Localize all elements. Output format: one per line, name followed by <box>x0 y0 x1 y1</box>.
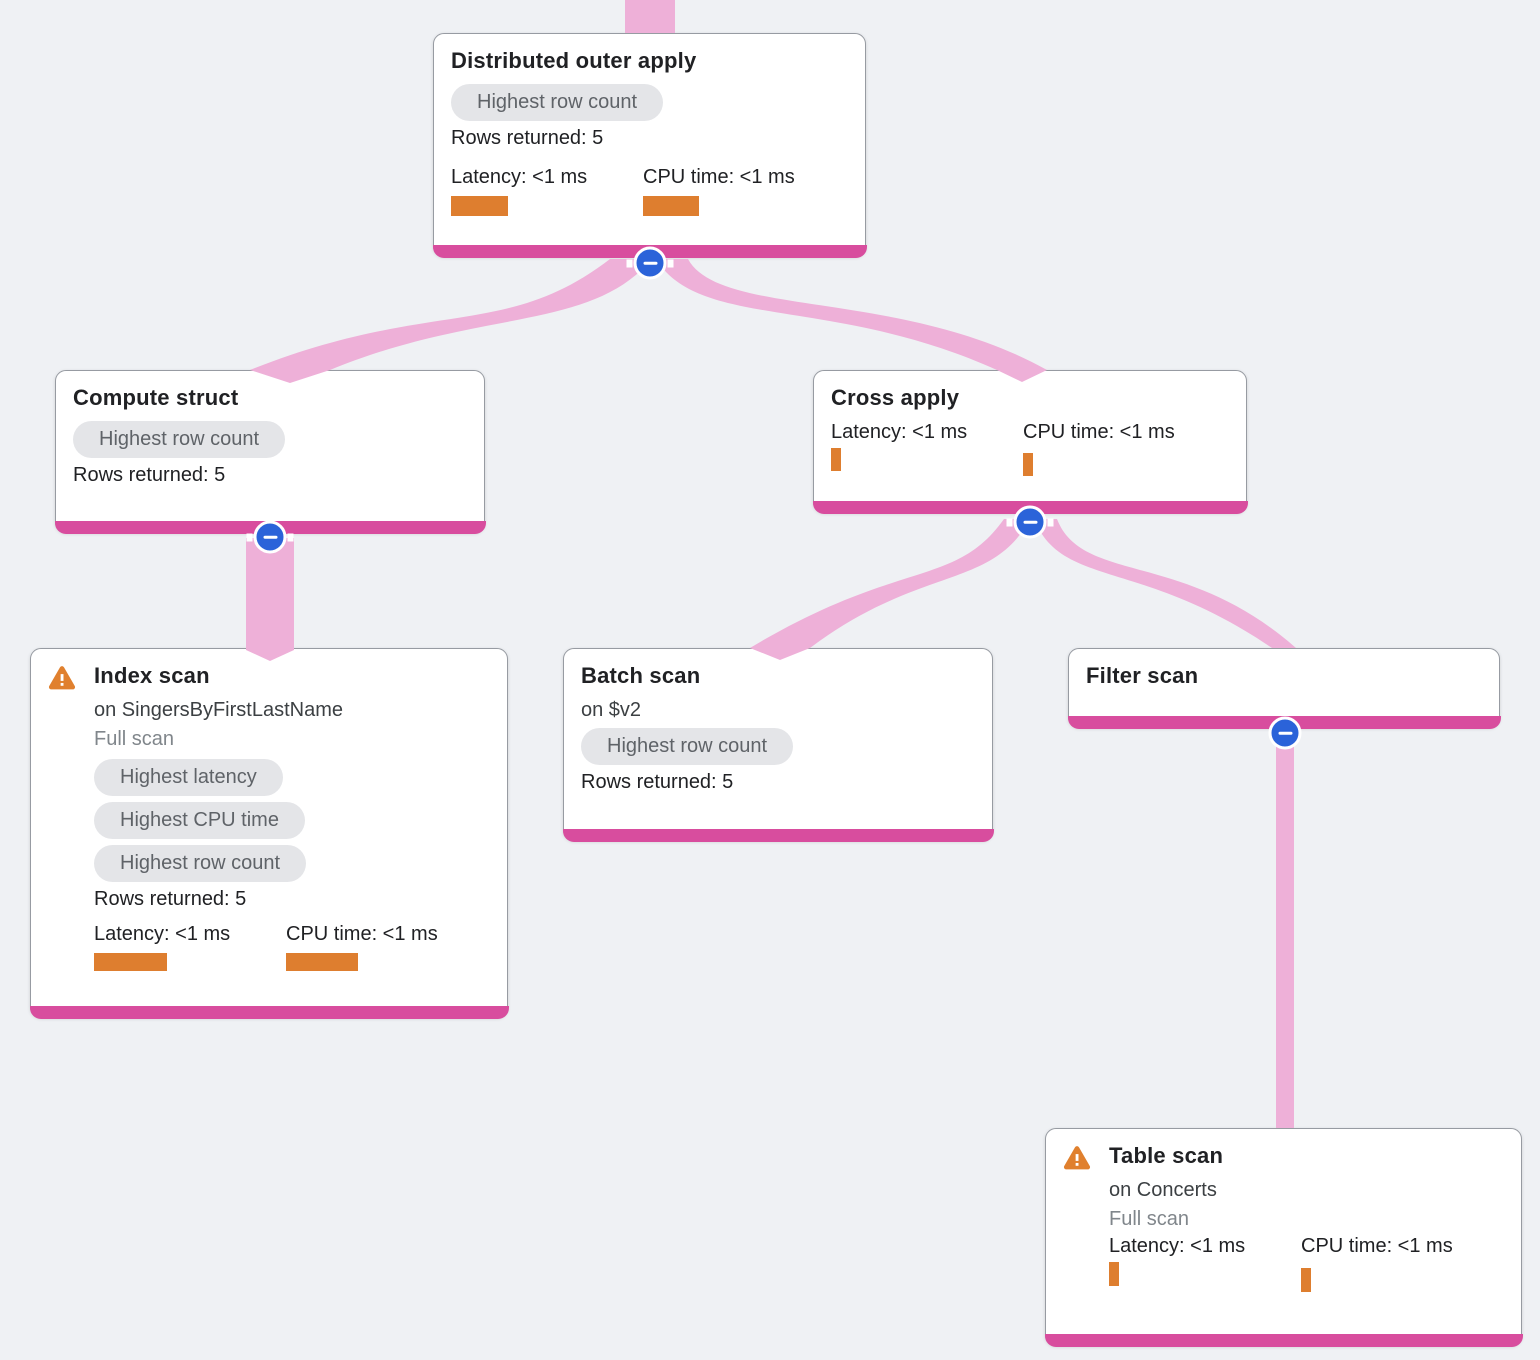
latency-label: Latency: <1 ms <box>451 166 588 188</box>
latency-bar <box>1109 1262 1119 1286</box>
cpu-time-label: CPU time: <1 ms <box>286 923 438 945</box>
collapse-button-filter-scan[interactable] <box>1268 716 1303 750</box>
collapse-minus-icon <box>633 246 667 280</box>
cpu-time-bar <box>1023 453 1033 476</box>
collapse-button-compute-struct[interactable] <box>246 520 294 554</box>
node-accent-bar <box>1044 1333 1523 1347</box>
link-compute-struct-to-index-scan <box>246 538 294 661</box>
rows-returned: Rows returned: 5 <box>94 888 247 910</box>
link-cross-apply-to-filter-scan <box>1034 519 1296 648</box>
collapse-button-distributed-outer-apply[interactable] <box>626 246 674 280</box>
cpu-metric: CPU time: <1 ms <box>286 923 478 971</box>
cpu-time-label: CPU time: <1 ms <box>643 166 795 188</box>
cpu-time-bar <box>286 953 358 971</box>
node-title: Table scan <box>1109 1143 1224 1168</box>
highest-row-count-badge: Highest row count <box>451 84 664 121</box>
node-title: Distributed outer apply <box>451 48 697 73</box>
cpu-time-label: CPU time: <1 ms <box>1023 421 1175 443</box>
link-cross-apply-to-batch-scan <box>750 519 1030 660</box>
cpu-metric: CPU time: <1 ms <box>1023 421 1215 476</box>
row-stripes-left <box>1006 518 1013 526</box>
highest-cpu-time-badge: Highest CPU time <box>94 802 305 839</box>
row-stripes-right <box>1047 518 1054 526</box>
rows-returned: Rows returned: 5 <box>581 771 734 793</box>
node-title: Filter scan <box>1086 663 1199 688</box>
node-distributed-outer-apply[interactable]: Distributed outer apply Highest row coun… <box>432 33 867 258</box>
highest-latency-badge: Highest latency <box>94 759 283 796</box>
latency-metric: Latency: <1 ms <box>1109 1235 1301 1292</box>
latency-metric: Latency: <1 ms <box>831 421 1023 476</box>
collapse-button-cross-apply[interactable] <box>1006 505 1054 539</box>
node-accent-bar <box>562 828 994 842</box>
cpu-metric: CPU time: <1 ms <box>643 166 835 216</box>
latency-bar <box>831 448 841 471</box>
rows-returned: Rows returned: 5 <box>451 127 604 149</box>
link-root-to-compute-struct <box>250 259 652 383</box>
scan-type: Full scan <box>1109 1208 1190 1230</box>
highest-row-count-badge: Highest row count <box>94 845 307 882</box>
latency-bar <box>451 196 508 216</box>
row-stripes-left <box>626 259 633 267</box>
link-filter-scan-to-table-scan <box>1276 735 1294 1128</box>
link-root-to-cross-apply <box>656 259 1047 382</box>
cpu-metric: CPU time: <1 ms <box>1301 1235 1493 1292</box>
node-title: Cross apply <box>831 385 960 410</box>
row-stripes-left <box>246 533 253 541</box>
latency-metric: Latency: <1 ms <box>451 166 643 216</box>
node-cross-apply[interactable]: Cross apply Latency: <1 ms CPU time: <1 … <box>812 370 1248 514</box>
cpu-time-label: CPU time: <1 ms <box>1301 1235 1453 1257</box>
cpu-time-bar <box>1301 1268 1311 1292</box>
node-batch-scan[interactable]: Batch scan on $v2 Highest row count Rows… <box>562 648 994 842</box>
collapse-minus-icon <box>1013 505 1047 539</box>
highest-row-count-badge: Highest row count <box>581 728 794 765</box>
cpu-time-bar <box>643 196 699 216</box>
collapse-minus-icon <box>1268 716 1302 750</box>
latency-metric: Latency: <1 ms <box>94 923 286 971</box>
node-accent-bar <box>29 1005 509 1019</box>
warning-icon <box>1063 1145 1091 1292</box>
latency-bar <box>94 953 167 971</box>
node-index-scan[interactable]: Index scan on SingersByFirstLastName Ful… <box>29 648 509 1019</box>
scan-target: on Concerts <box>1109 1179 1217 1201</box>
latency-label: Latency: <1 ms <box>831 421 968 443</box>
latency-label: Latency: <1 ms <box>1109 1235 1246 1257</box>
node-table-scan[interactable]: Table scan on Concerts Full scan Latency… <box>1044 1128 1523 1347</box>
rows-returned: Rows returned: 5 <box>73 464 226 486</box>
warning-icon <box>48 665 76 971</box>
link-into-root <box>625 0 675 33</box>
row-stripes-right <box>287 533 294 541</box>
scan-target: on SingersByFirstLastName <box>94 699 343 721</box>
node-title: Compute struct <box>73 385 239 410</box>
highest-row-count-badge: Highest row count <box>73 421 286 458</box>
node-compute-struct[interactable]: Compute struct Highest row count Rows re… <box>54 370 486 534</box>
scan-target: on $v2 <box>581 699 642 721</box>
scan-type: Full scan <box>94 728 175 750</box>
node-title: Batch scan <box>581 663 701 688</box>
node-title: Index scan <box>94 663 210 688</box>
row-stripes-right <box>667 259 674 267</box>
collapse-minus-icon <box>253 520 287 554</box>
latency-label: Latency: <1 ms <box>94 923 231 945</box>
